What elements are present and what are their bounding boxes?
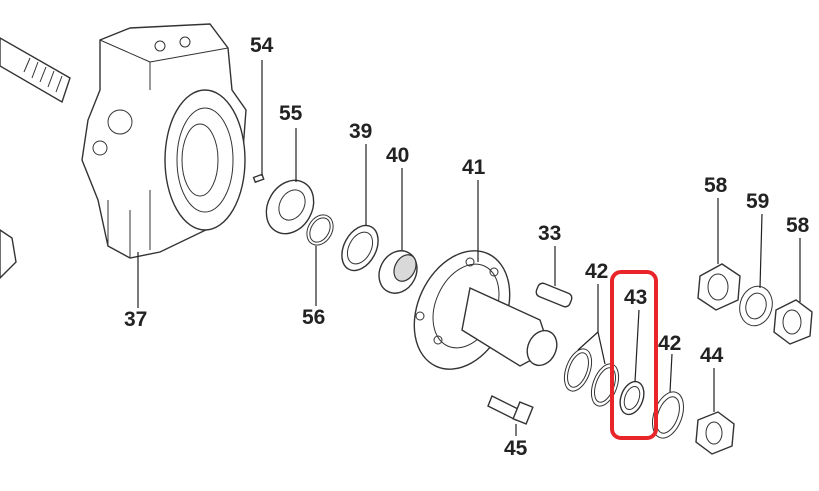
part-label: 33 <box>538 222 561 245</box>
pin-54 <box>252 173 265 184</box>
tab-washer-59 <box>739 285 773 327</box>
part-label: 43 <box>624 286 647 309</box>
highlight-box <box>610 270 658 440</box>
o-ring-56 <box>306 214 334 246</box>
part-label: 58 <box>786 214 810 237</box>
part-label: 40 <box>386 144 409 167</box>
roller-bearing-40 <box>378 250 418 294</box>
ring-43 <box>619 380 645 416</box>
bearing-ring-39 <box>341 224 379 272</box>
nut-44 <box>695 411 735 455</box>
part-label: 44 <box>700 344 724 367</box>
part-label: 42 <box>658 332 681 355</box>
dowel-33 <box>535 282 573 308</box>
part-label: 59 <box>746 190 769 213</box>
part-labels: 54 55 39 40 41 33 42 43 42 44 45 56 37 5… <box>124 34 810 460</box>
axle-shaft <box>0 37 71 279</box>
steering-knuckle-37 <box>81 23 247 259</box>
lock-nut-58-right <box>773 299 813 345</box>
part-label: 45 <box>504 437 528 460</box>
seal-55 <box>265 179 315 235</box>
lock-nut-58-upper <box>697 263 741 311</box>
part-label: 55 <box>279 102 303 125</box>
part-label: 37 <box>124 308 147 331</box>
shim-42-left <box>563 348 620 407</box>
leader-lines <box>137 60 801 436</box>
part-label: 54 <box>250 34 274 57</box>
bolt-45 <box>487 395 534 425</box>
wheel-hub-41 <box>413 250 558 370</box>
part-label: 42 <box>585 260 608 283</box>
part-label: 58 <box>704 174 728 197</box>
part-label: 41 <box>462 156 486 179</box>
part-label: 39 <box>349 120 372 143</box>
part-label: 56 <box>302 306 325 329</box>
